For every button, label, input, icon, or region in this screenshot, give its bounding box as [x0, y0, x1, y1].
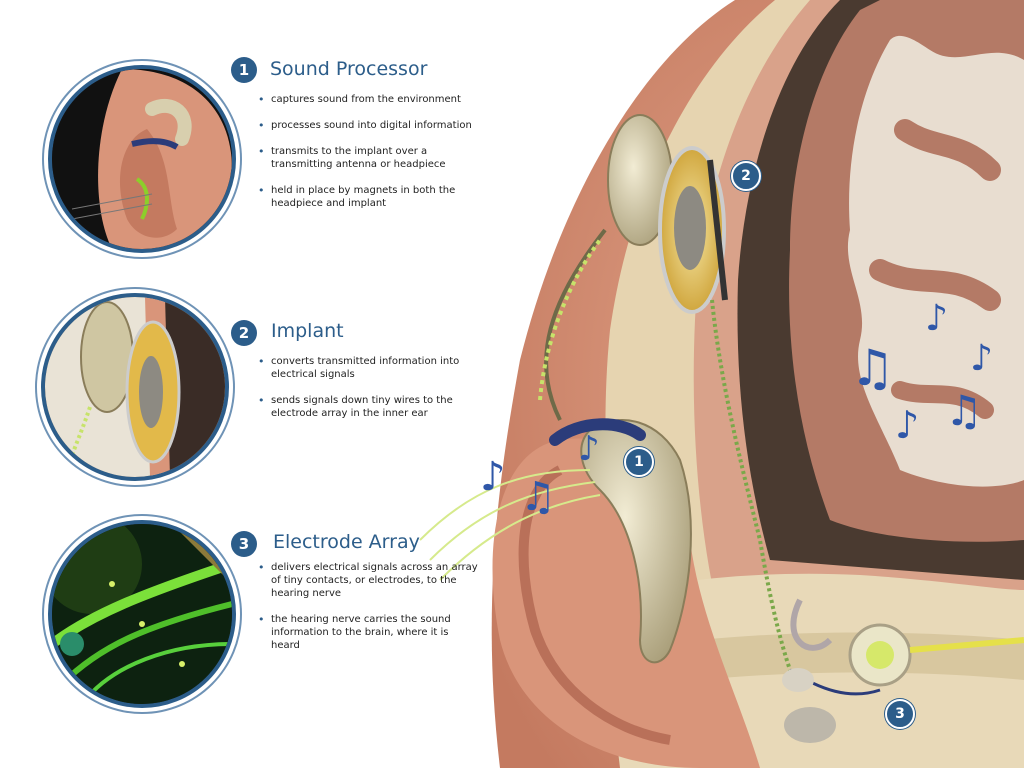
marker-2: 2 — [731, 161, 761, 191]
bullet-item: held in place by magnets in both the hea… — [258, 184, 478, 210]
section-bullets: converts transmitted information into el… — [258, 355, 478, 433]
svg-text:♫: ♫ — [520, 474, 556, 520]
section-bullets: captures sound from the environment proc… — [258, 93, 478, 223]
music-notes: ♪ ♫ ♪ ♪ ♫ ♪ ♪ ♫ — [480, 298, 993, 520]
sound-processor-thumbnail — [48, 65, 236, 253]
headpiece-cable — [544, 228, 607, 421]
implant-thumbnail — [41, 293, 229, 481]
svg-text:♫: ♫ — [850, 339, 895, 397]
svg-text:♪: ♪ — [578, 429, 600, 469]
svg-text:♪: ♪ — [480, 454, 506, 500]
bullet-item: the hearing nerve carries the sound info… — [258, 613, 478, 652]
marker-1: 1 — [624, 447, 654, 477]
section-bullets: delivers electrical signals across an ar… — [258, 561, 478, 665]
svg-text:♪: ♪ — [895, 403, 919, 447]
bullet-item: sends signals down tiny wires to the ele… — [258, 394, 478, 420]
electrode-array-thumbnail — [48, 520, 236, 708]
bullet-item: processes sound into digital information — [258, 119, 478, 132]
sound-processor-device — [580, 419, 692, 664]
section-number-badge: 3 — [231, 531, 257, 557]
svg-text:♫: ♫ — [945, 386, 983, 435]
bullet-item: converts transmitted information into el… — [258, 355, 478, 381]
outer-ear — [492, 438, 760, 768]
section-number-badge: 2 — [231, 320, 257, 346]
section-title: Implant — [271, 320, 344, 342]
marker-3: 3 — [885, 699, 915, 729]
section-title: Sound Processor — [270, 58, 428, 80]
svg-text:♪: ♪ — [970, 338, 993, 379]
svg-text:♪: ♪ — [925, 298, 948, 339]
hearing-nerve — [909, 637, 1024, 653]
bullet-item: delivers electrical signals across an ar… — [258, 561, 478, 600]
bullet-item: transmits to the implant over a transmit… — [258, 145, 478, 171]
bullet-item: captures sound from the environment — [258, 93, 478, 106]
electrode-lead — [710, 299, 792, 671]
section-title: Electrode Array — [273, 531, 420, 553]
section-number-badge: 1 — [231, 57, 257, 83]
